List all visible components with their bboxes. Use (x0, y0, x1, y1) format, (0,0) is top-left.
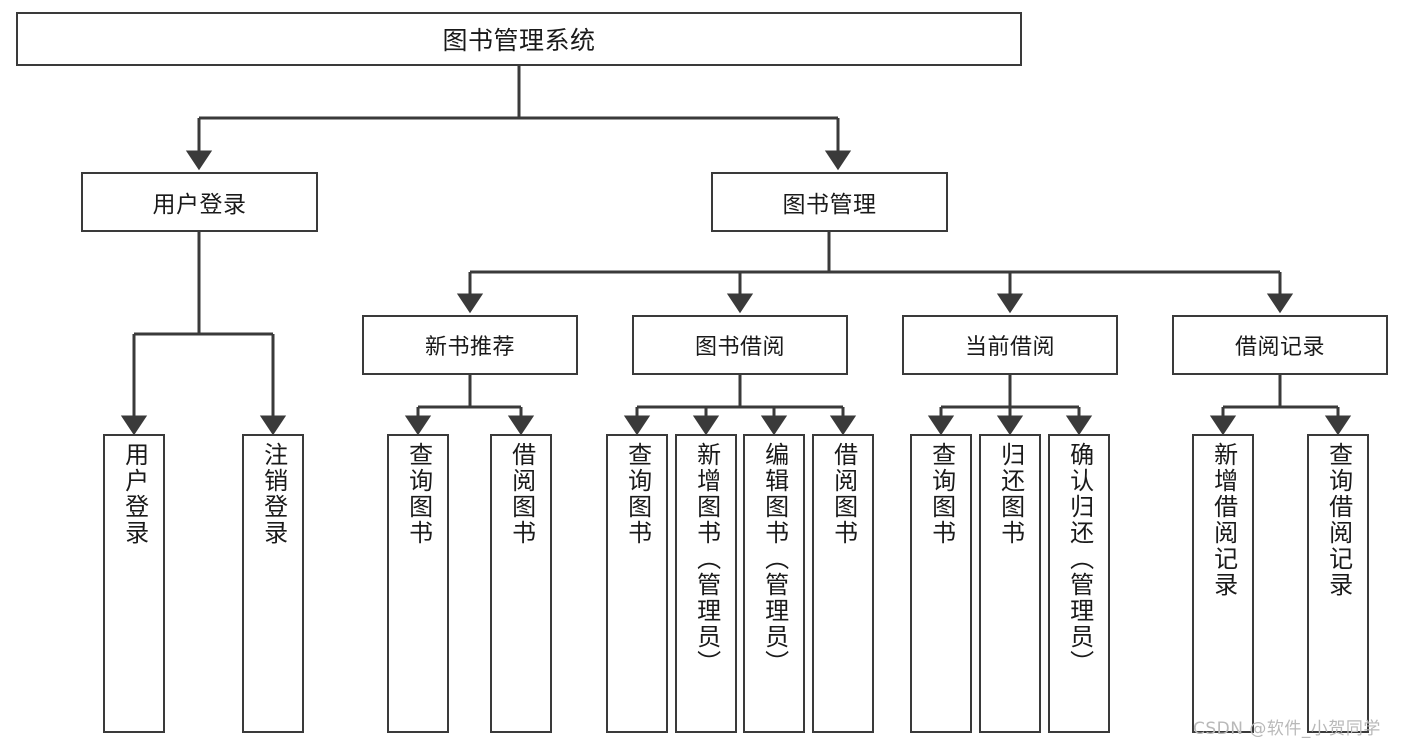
node-label: 查询图书 (404, 442, 433, 546)
node-current-borrow[interactable]: 当前借阅 (902, 315, 1118, 375)
node-label: 查询借阅记录 (1324, 442, 1353, 598)
leaf-current-borrow-return-book[interactable]: 归还图书 (979, 434, 1041, 733)
node-label: 编辑图书（管理员） (760, 442, 789, 676)
leaf-borrow-record-query-record[interactable]: 查询借阅记录 (1307, 434, 1369, 733)
node-label: 用户登录 (120, 442, 149, 546)
node-label: 归还图书 (996, 442, 1025, 546)
leaf-current-borrow-confirm-return-admin[interactable]: 确认归还（管理员） (1048, 434, 1110, 733)
node-label: 图书管理 (782, 192, 877, 218)
csdn-watermark: CSDN @软件_小贺同学 (1193, 719, 1381, 739)
node-user-login[interactable]: 用户登录 (81, 172, 318, 232)
node-label: 借阅图书 (829, 442, 858, 546)
node-label: 图书管理系统 (442, 26, 596, 55)
node-label: 查询图书 (623, 442, 652, 546)
leaf-borrow-record-add-record[interactable]: 新增借阅记录 (1192, 434, 1254, 733)
node-label: 新增图书（管理员） (692, 442, 721, 676)
leaf-user-login-login[interactable]: 用户登录 (103, 434, 165, 733)
leaf-new-book-borrow-book[interactable]: 借阅图书 (490, 434, 552, 733)
node-label: 借阅图书 (507, 442, 536, 546)
node-label: 查询图书 (927, 442, 956, 546)
node-label: 注销登录 (259, 442, 288, 546)
leaf-new-book-query-book[interactable]: 查询图书 (387, 434, 449, 733)
leaf-current-borrow-query-book[interactable]: 查询图书 (910, 434, 972, 733)
leaf-book-borrow-edit-book-admin[interactable]: 编辑图书（管理员） (743, 434, 805, 733)
node-borrow-record[interactable]: 借阅记录 (1172, 315, 1388, 375)
leaf-book-borrow-query-book[interactable]: 查询图书 (606, 434, 668, 733)
node-book-borrow[interactable]: 图书借阅 (632, 315, 848, 375)
node-label: 借阅记录 (1234, 335, 1325, 360)
node-book-management[interactable]: 图书管理 (711, 172, 948, 232)
node-label: 图书借阅 (694, 335, 785, 360)
node-root-book-management-system[interactable]: 图书管理系统 (16, 12, 1022, 66)
node-label: 用户登录 (152, 192, 247, 218)
node-label: 新书推荐 (424, 335, 515, 360)
node-new-book-recommend[interactable]: 新书推荐 (362, 315, 578, 375)
leaf-book-borrow-borrow-book[interactable]: 借阅图书 (812, 434, 874, 733)
node-label: 新增借阅记录 (1209, 442, 1238, 598)
node-label: 当前借阅 (964, 335, 1055, 360)
node-label: 确认归还（管理员） (1065, 442, 1094, 676)
leaf-book-borrow-add-book-admin[interactable]: 新增图书（管理员） (675, 434, 737, 733)
leaf-user-login-logout[interactable]: 注销登录 (242, 434, 304, 733)
